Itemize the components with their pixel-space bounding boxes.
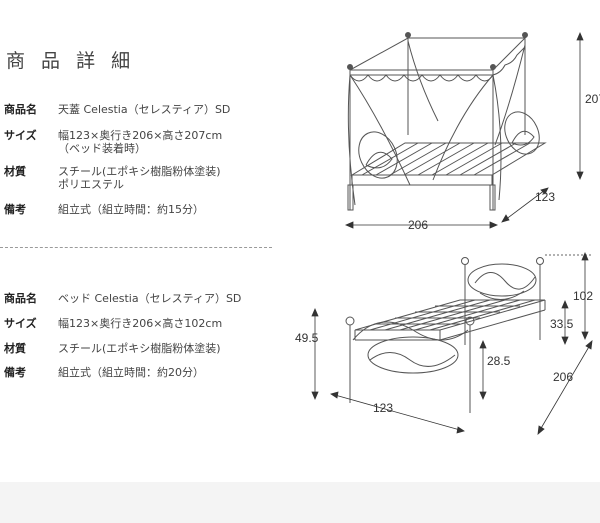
leg-height-dim: 28.5 [487,354,511,368]
spec-value: 天蓋 Celestia（セレスティア）SD [58,103,231,116]
canopy-size-row: サイズ 幅123×奥行き206×高さ207cm （ベッド装着時） [4,129,274,157]
spec-label: 商品名 [4,292,37,305]
bed-notes-row: 備考 組立式（組立時間：約20分） [4,366,274,380]
footboard-height-dim: 49.5 [295,331,319,345]
canopy-name-row: 商品名 天蓋 Celestia（セレスティア）SD [4,103,274,117]
bed-material-row: 材質 スチール(エポキシ樹脂粉体塗装) [4,342,274,356]
canopy-bed-drawing: 207 206 123 [344,31,600,232]
bed-width-dim: 123 [373,401,393,415]
canopy-height-dim: 207 [585,92,600,106]
bed-length-dim: 206 [553,370,573,384]
spec-label: 備考 [4,203,26,216]
spec-value-note: ポリエステル [58,178,124,191]
spec-label: サイズ [4,129,37,142]
rail-height-dim: 33.5 [550,317,574,331]
spec-value: 幅123×奥行き206×高さ102cm [58,317,223,330]
headboard-height-dim: 102 [573,289,593,303]
bed-frame-drawing: 102 33.5 49.5 28.5 123 206 [295,251,593,435]
canopy-notes-row: 備考 組立式（組立時間：約15分） [4,203,274,217]
spec-label: サイズ [4,317,37,330]
spec-value: 組立式（組立時間：約15分） [58,203,204,216]
spec-value: 幅123×奥行き206×高さ207cm [58,129,223,142]
spec-value-note: （ベッド装着時） [58,142,146,155]
spec-value: スチール(エポキシ樹脂粉体塗装) [58,165,221,178]
bed-name-row: 商品名 ベッド Celestia（セレスティア）SD [4,292,274,306]
spec-label: 材質 [4,342,26,355]
section-divider [0,247,272,248]
spec-label: 商品名 [4,103,37,116]
spec-label: 備考 [4,366,26,379]
canopy-width-dim: 206 [408,218,428,232]
canopy-material-row: 材質 スチール(エポキシ樹脂粉体塗装) ポリエステル [4,165,274,193]
spec-value: ベッド Celestia（セレスティア）SD [58,292,242,305]
spec-value: 組立式（組立時間：約20分） [58,366,204,379]
spec-value: スチール(エポキシ樹脂粉体塗装) [58,342,221,355]
canopy-depth-dim: 123 [535,190,555,204]
spec-label: 材質 [4,165,26,178]
page-title: 商 品 詳 細 [6,50,136,72]
bed-size-row: サイズ 幅123×奥行き206×高さ102cm [4,317,274,331]
footer-band [0,482,600,523]
